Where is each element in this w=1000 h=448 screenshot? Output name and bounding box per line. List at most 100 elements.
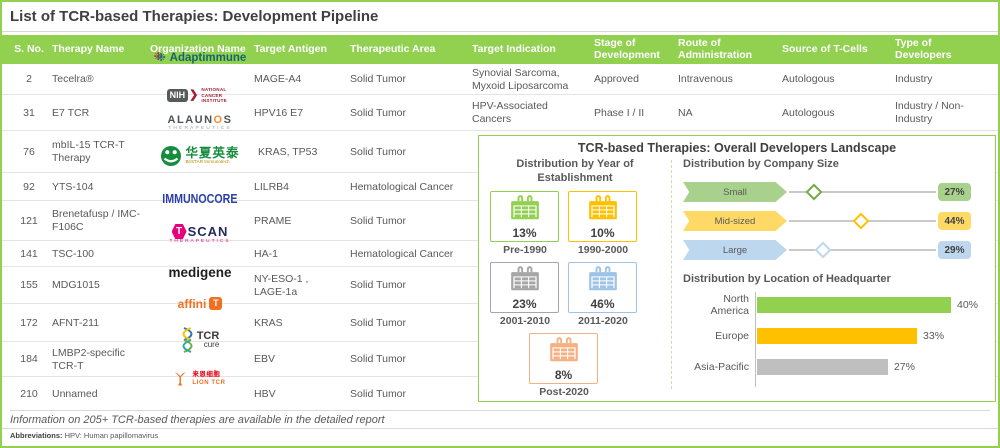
column-header-sno: S. No. [14,42,44,55]
calendar-icon [588,195,617,220]
hq-label: Europe [715,329,749,342]
panel-title: TCR-based Therapies: Overall Developers … [577,141,897,155]
affini-t-icon: T [209,297,223,310]
medigene-logo: medigene [148,266,252,280]
cell-therapy-name: TSC-100 [52,247,95,260]
column-header-source-of-t-cells: Source of T-Cells [782,42,868,55]
cell-therapeutic-area: Solid Tumor [350,106,407,119]
cell-therapeutic-area: Hematological Cancer [350,180,454,193]
tscan-hexagon-icon: T [171,224,187,239]
size-percentage: 27% [938,183,971,201]
tscan-therapeutics-logo: T SCAN THERAPEUTICS [148,224,252,245]
cell-target-antigen: NY-ESO-1 , LAGE-1a [254,272,309,298]
size-banner: Mid-sized [683,211,787,231]
year-percentage: 8% [554,368,573,382]
cell-target-indication: Synovial Sarcoma, Myxoid Liposarcoma [472,66,569,92]
cell-target-antigen: HPV16 E7 [254,106,304,119]
cell-target-antigen: HBV [254,387,276,400]
hq-bar [757,327,918,344]
abbreviations: Abbreviations: HPV: Human papillomavirus [10,431,158,440]
calendar-icon [549,337,578,362]
bristar-circle-icon [161,146,182,166]
size-connector-line [787,240,938,260]
bristar-immunotech-logo: 华夏英泰 BriSTAR Immunotech [148,145,252,167]
cell-target-antigen: LILRB4 [254,180,290,193]
cell-source: Autologous [782,106,835,119]
national-cancer-institute-logo: NIH ❯ NATIONAL CANCER INSTITUTE [148,87,252,104]
company-size-row-mid-sized: Mid-sized 44% [683,211,971,231]
medigene-wordmark: medigene [168,265,232,280]
page-title: List of TCR-based Therapies: Development… [10,8,379,25]
nci-wordmark: NATIONAL CANCER INSTITUTE [201,87,227,104]
cell-sno: 76 [23,145,35,158]
company-size-heading: Distribution by Company Size [683,158,839,170]
tscan-subtext: THERAPEUTICS [169,239,231,244]
year-label: 1990-2000 [577,244,629,256]
year-distribution-heading: Distribution by Year of Establishment [516,158,634,184]
nih-chevron-icon: ❯ [189,89,199,102]
year-box-post-2020: 8% [529,333,598,384]
hq-percentage: 27% [893,360,915,373]
year-label: Pre-1990 [503,244,547,256]
year-box-2011-2020: 46% [568,262,637,313]
column-header-target-antigen: Target Antigen [254,42,327,55]
cell-therapy-name: AFNT-211 [52,316,100,329]
title-divider [2,31,998,32]
cell-therapy-name: YTS-104 [52,180,94,193]
cell-therapeutic-area: Solid Tumor [350,387,407,400]
size-connector-line [787,211,938,231]
hq-percentage: 33% [923,329,945,342]
cell-therapy-name: Tecelra® [52,73,94,86]
cell-target-antigen: EBV [254,353,276,366]
calendar-icon [510,195,539,220]
lion-tcr-logo: 来恩细胞 LION TCR [148,371,252,387]
year-percentage: 13% [512,226,537,240]
tcrcure-subtext: cure [203,340,220,349]
affini-t-logo: affini T [148,297,252,310]
immunocore-logo: IMMUNOCORE [148,192,252,205]
dna-helix-icon [182,327,193,353]
year-box-pre-1990: 13% [490,191,559,242]
column-header-route-of-administration: Route of Administration [678,36,753,61]
cell-sno: 2 [26,73,32,86]
cell-route: Intravenous [678,73,733,86]
diamond-marker-icon [814,241,832,259]
cell-therapy-name: Unnamed [52,387,98,400]
calendar-icon [510,266,539,291]
bristar-subtext: BriSTAR Immunotech [185,159,230,165]
cell-therapeutic-area: Solid Tumor [350,145,407,158]
table-row: 76 mbIL-15 TCR-T Therapy KRAS, TP53 Soli… [2,130,998,173]
hq-bar-row: North America 40% [683,293,978,317]
immunocore-wordmark: IMMUNOCORE [162,191,238,206]
year-label: 2011-2020 [578,315,628,327]
hq-bar [757,296,951,313]
cell-target-antigen: MAGE-A4 [254,73,302,86]
adaptimmune-logo: ❉❉ Adaptimmune [148,52,252,65]
cell-therapy-name: E7 TCR [52,106,90,119]
panel-section-divider [671,160,672,389]
cell-sno: 121 [20,214,38,227]
tscan-wordmark: SCAN [187,224,229,239]
column-header-therapy-name: Therapy Name [52,42,125,55]
lion-icon [175,372,187,386]
cell-sno: 155 [20,279,38,292]
alaunos-wordmark: ALAUN [167,114,214,126]
bar-chart-axis [755,292,756,387]
calendar-icon [588,266,617,291]
cell-target-antigen: PRAME [254,214,292,227]
diamond-marker-icon [805,183,823,201]
hq-label: Asia-Pacific [694,360,749,373]
cell-sno: 210 [20,387,38,400]
alaunos-s: S [223,114,233,126]
cell-stage: Approved [594,73,639,86]
column-header-target-indication: Target Indication [472,42,556,55]
cell-therapy-name: LMBP2-specific TCR-T [52,346,125,372]
cell-therapeutic-area: Hematological Cancer [350,247,454,260]
year-box-1990-2000: 10% [568,191,637,242]
year-box-2001-2010: 23% [490,262,559,313]
lion-cn-wordmark: 来恩细胞 [192,371,221,379]
cell-therapeutic-area: Solid Tumor [350,279,407,292]
nih-badge: NIH [166,89,189,103]
cell-route: NA [678,106,693,119]
